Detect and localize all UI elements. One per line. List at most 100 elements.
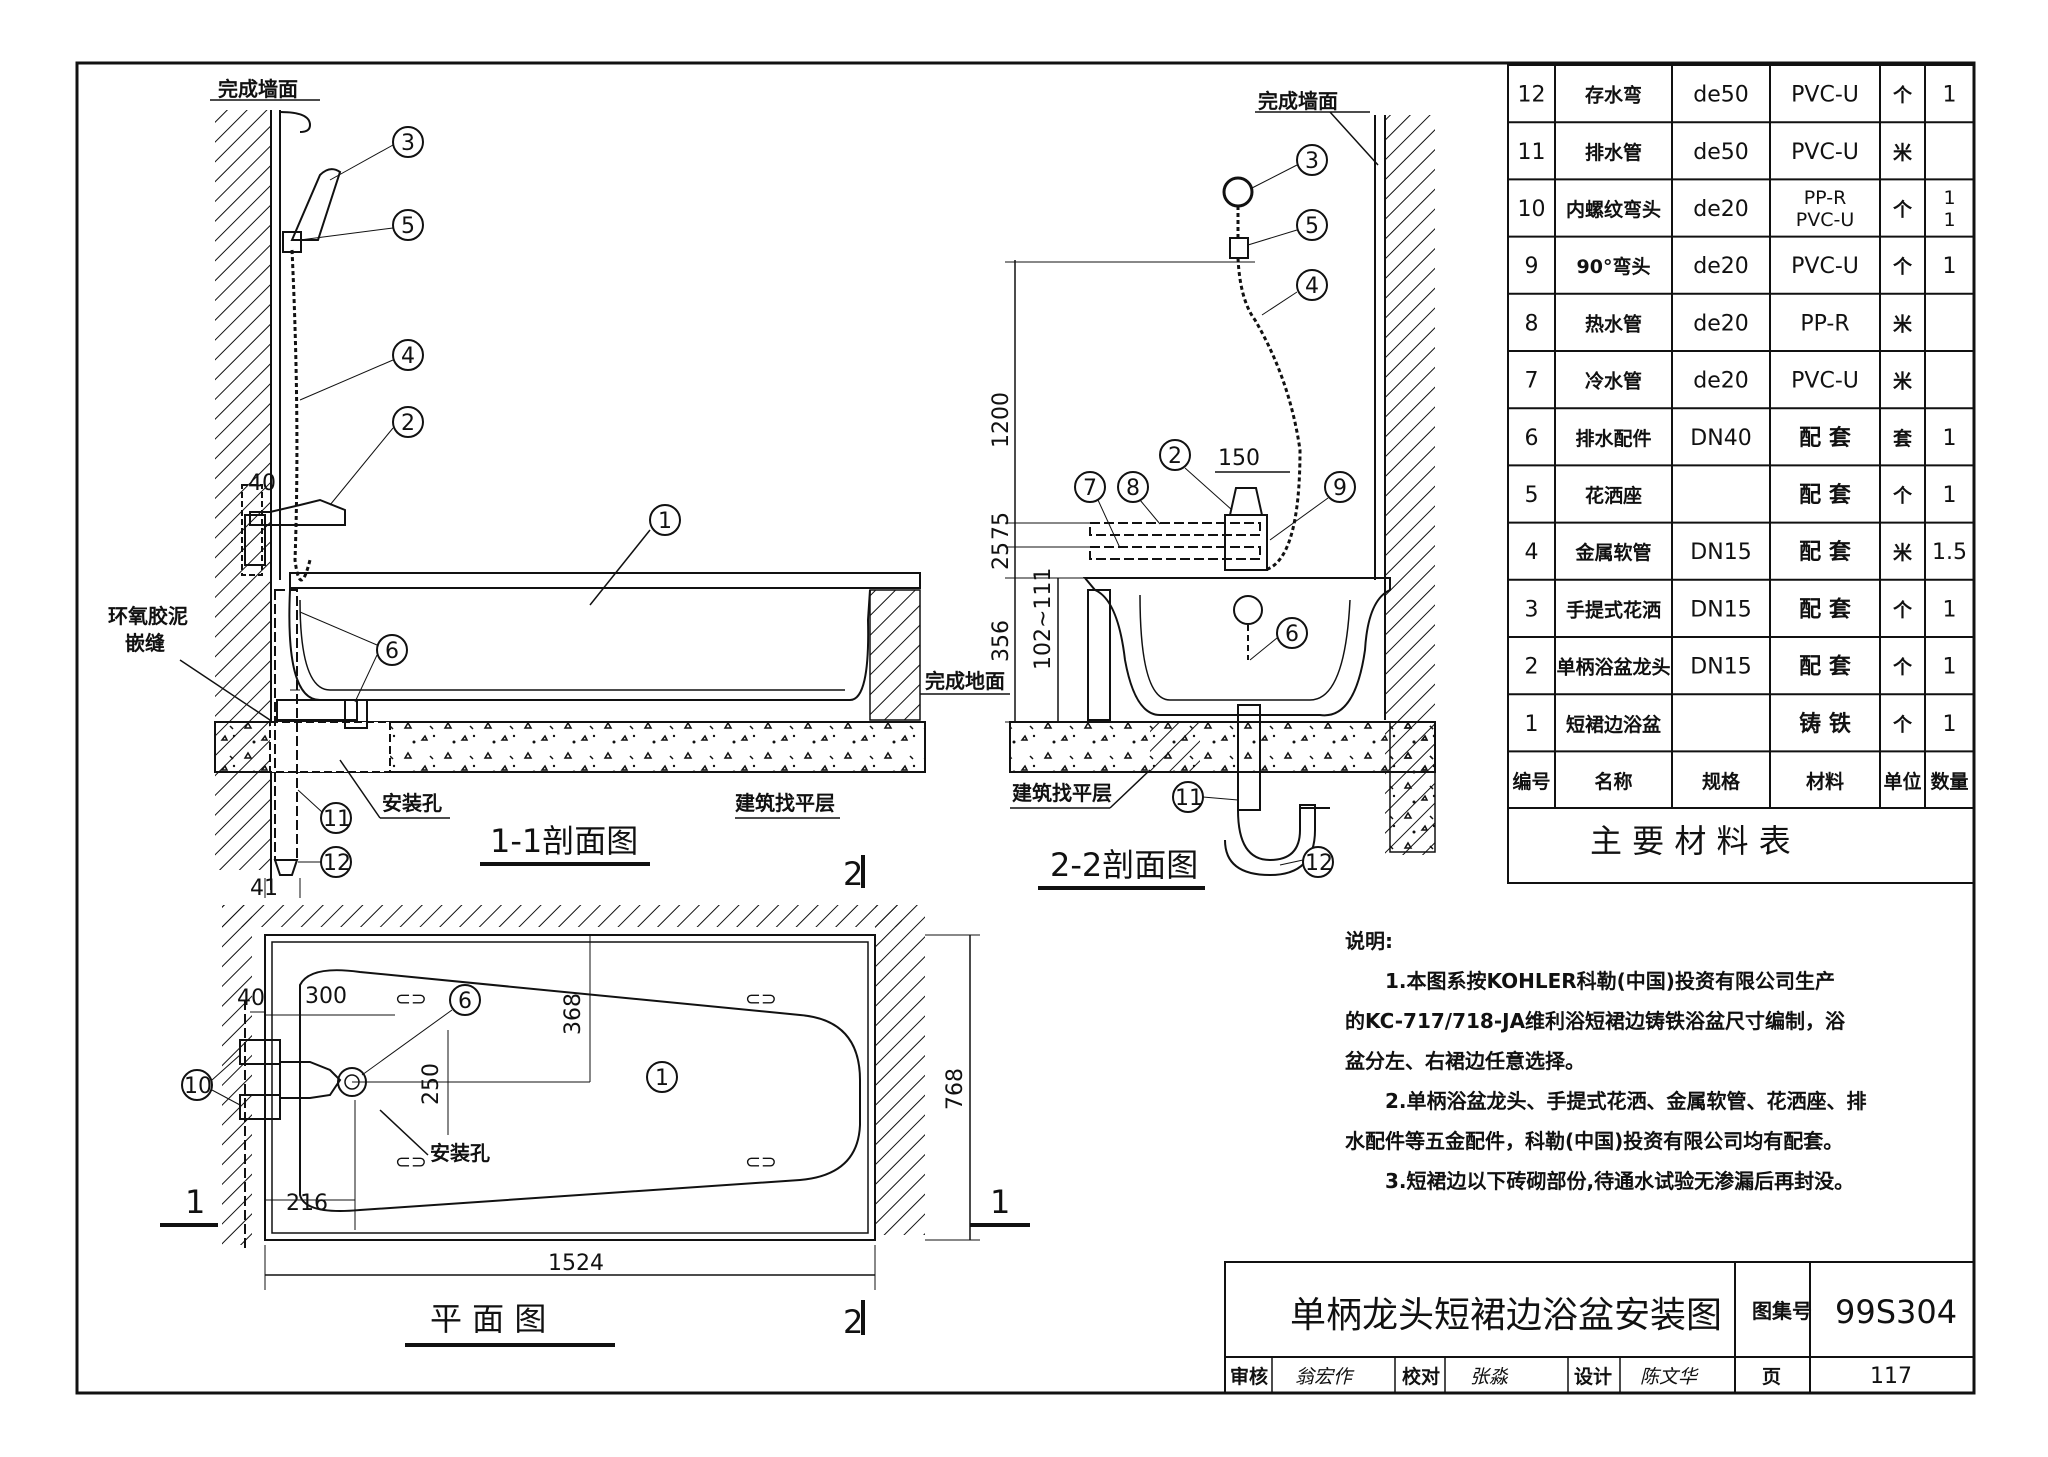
wall-label-2: 完成墙面 [1258,89,1338,113]
svg-text:4: 4 [1305,274,1319,299]
cell-name: 内螺纹弯头 [1566,198,1661,221]
callout-6-a: 6 [299,611,408,703]
callout-1-a: 1 [649,504,681,536]
cell-name: 热水管 [1585,312,1642,335]
section-1-1-caption: 1-1剖面图 [490,822,638,860]
note-line-3: 盆分左、右裙边任意选择。 [1345,1049,1585,1073]
cell-unit: 个 [1892,657,1913,679]
cell-no: 1 [1525,712,1539,737]
cell-spec: DN15 [1690,597,1751,622]
table-header-0: 编号 [1512,770,1550,793]
cell-no: 3 [1525,597,1539,622]
table-header-1: 名称 [1594,770,1632,793]
cell-name: 冷水管 [1585,370,1642,393]
cell-no: 5 [1525,483,1539,508]
table-header-4: 单位 [1883,770,1921,793]
cell-material: PVC-U [1791,140,1859,165]
plan-dim-768: 768 [943,1068,968,1110]
mixer-faucet-icon-2 [1224,514,1268,571]
callout-2-a: 2 [329,406,424,506]
dim-40: 40 [248,471,276,496]
svg-text:12: 12 [1305,851,1333,876]
svg-text:12: 12 [323,851,351,876]
cell-qty: 1 [1943,426,1957,451]
svg-text:6: 6 [385,639,399,664]
callout-9-b: 9 [1269,471,1356,541]
cut-mark-2-top: 2 [843,855,863,893]
cell-material-2: PVC-U [1796,209,1854,231]
cell-no: 10 [1518,197,1546,222]
svg-text:1: 1 [658,509,672,534]
svg-text:5: 5 [401,214,415,239]
cell-spec: de50 [1693,83,1749,108]
note-line-2: 的KC-717/718-JA维利浴短裙边铸铁浴盆尺寸编制，浴 [1345,1009,1846,1033]
callout-8-b: 8 [1117,471,1161,525]
callouts: 3 5 4 2 1 6 11 12 3 5 4 2 7 8 9 6 11 12 … [181,126,1356,1106]
sheet-title: 单柄龙头短裙边浴盆安装图 [1290,1295,1722,1336]
callout-12-b: 12 [1279,846,1334,878]
cell-material: PVC-U [1791,83,1859,108]
svg-text:11: 11 [323,807,351,832]
note-line-4: 2.单柄浴盆龙头、手提式花洒、金属软管、花洒座、排 [1385,1089,1867,1113]
page-label: 页 [1762,1366,1781,1388]
plan-dim-40: 40 [237,986,265,1011]
install-hole-label: 安装孔 [382,791,442,815]
dim-150: 150 [1218,446,1260,471]
svg-text:3: 3 [401,131,415,156]
cell-no: 4 [1525,540,1539,565]
cell-spec: DN15 [1690,655,1751,680]
shower-head-icon [290,168,342,241]
cut-mark-1-right: 1 [990,1183,1010,1221]
callout-11-b: 11 [1172,781,1239,813]
callout-11-a: 11 [297,789,352,834]
leveling-label-2: 建筑找平层 [1012,781,1112,805]
cell-material: PVC-U [1791,369,1859,394]
epoxy-label: 环氧胶泥 [108,604,188,628]
materials-caption: 主 要 材 料 表 [1590,822,1791,860]
cell-spec: de20 [1693,369,1749,394]
svg-text:4: 4 [401,344,415,369]
cell-material: PP-R [1800,311,1849,336]
review-signature: 翁宏作 [1295,1366,1355,1388]
bathtub-section [1082,577,1391,717]
cell-unit: 个 [1892,85,1913,107]
dim-356: 356 [989,620,1014,662]
epoxy-label-2: 嵌缝 [125,631,165,655]
plan-dim-250: 250 [419,1063,444,1105]
callout-12-a: 12 [298,846,352,878]
cell-unit: 个 [1892,714,1913,736]
cell-spec: de20 [1693,197,1749,222]
plan-dim-300: 300 [305,984,347,1009]
section-1-1: 完成墙面 40 41 环氧胶泥 嵌缝 安装孔 [108,77,1010,901]
cell-material: 配 套 [1799,539,1851,565]
section-2-2: 完成墙面 150 1200 75 [989,89,1436,890]
cell-material: PP-R [1804,187,1847,209]
bathtub-rim [289,572,921,589]
table-header-2: 规格 [1702,770,1741,793]
cell-name: 花洒座 [1585,484,1642,507]
atlas-number: 99S304 [1835,1293,1957,1331]
table-header-5: 数量 [1930,770,1968,793]
design-label: 设计 [1574,1366,1612,1388]
svg-text:2: 2 [401,411,415,436]
cell-qty-2: 1 [1943,209,1955,231]
cell-qty: 1 [1943,597,1957,622]
cell-name: 90°弯头 [1577,255,1651,278]
notes: 说明: 1.本图系按KOHLER科勒(中国)投资有限公司生产 的KC-717/7… [1345,929,1867,1193]
cell-spec: DN15 [1690,540,1751,565]
cell-name: 排水管 [1585,141,1642,164]
plan-tub-basin [299,969,861,1212]
cut-mark-2-bottom: 2 [843,1303,863,1341]
svg-text:3: 3 [1305,149,1319,174]
cell-material: 配 套 [1799,482,1851,508]
svg-text:1: 1 [655,1066,669,1091]
plan-dim-1524: 1524 [548,1251,604,1276]
cell-unit: 米 [1893,541,1913,564]
cell-material: 配 套 [1799,654,1851,680]
plan-dim-368: 368 [561,993,586,1035]
callout-4-b: 4 [1261,269,1328,316]
mixer-faucet-icon [249,498,346,526]
cell-no: 9 [1525,254,1539,279]
plan-hole-label: 安装孔 [430,1141,490,1165]
